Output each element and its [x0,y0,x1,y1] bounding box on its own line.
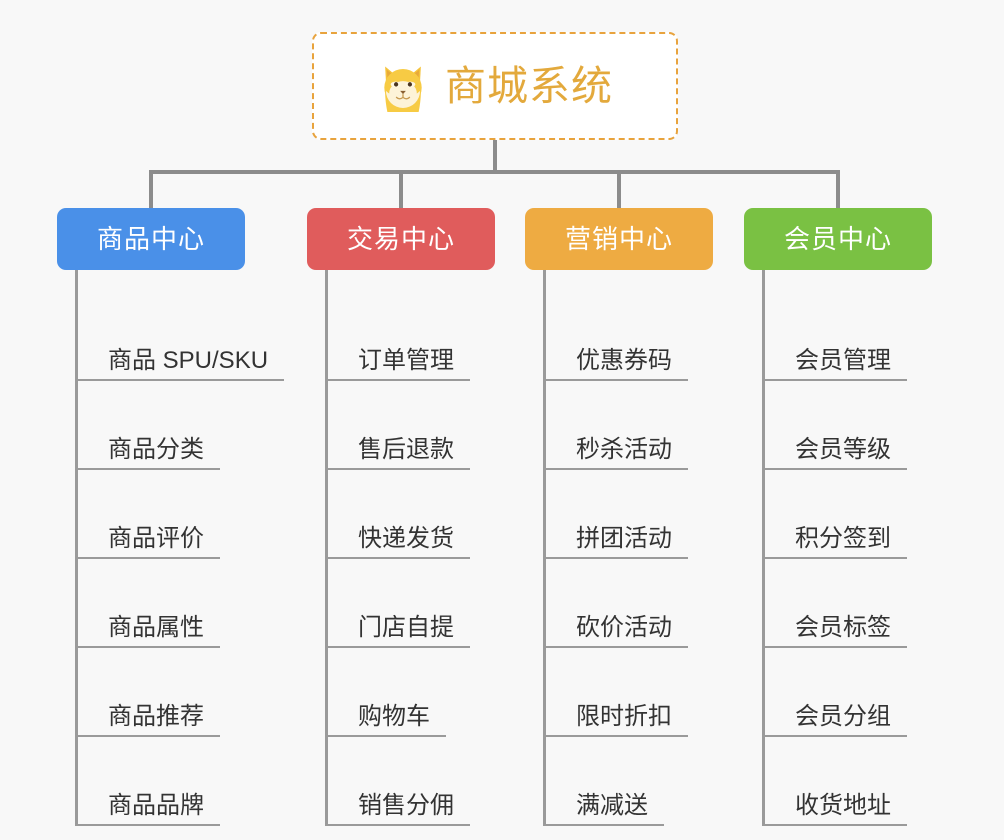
leaf-label: 满减送 [576,791,648,819]
root-node-title: 商城系统 [445,62,613,109]
leaf-label: 商品属性 [108,613,204,641]
connector-drop-3 [617,170,621,210]
list-item[interactable]: 积分签到 [765,470,932,559]
list-item[interactable]: 满减送 [546,737,713,826]
leaf-label: 商品分类 [108,435,204,463]
leaf-label: 优惠券码 [576,346,672,374]
list-item[interactable]: 商品品牌 [78,737,245,826]
leaf-label: 会员分组 [795,702,891,730]
root-node-shop-system[interactable]: 商城系统 [312,32,678,140]
category-box-marketing-center[interactable]: 营销中心 [525,208,713,270]
list-item[interactable]: 快递发货 [328,470,495,559]
leaf-label: 限时折扣 [576,702,672,730]
list-item[interactable]: 商品属性 [78,559,245,648]
leaf-label: 商品推荐 [108,702,204,730]
list-item[interactable]: 优惠券码 [546,292,713,381]
column-trade-center: 交易中心 订单管理 售后退款 快递发货 门店自提 购物车 销售分佣 [307,208,495,826]
leaf-label: 商品 SPU/SKU [108,346,269,374]
column-member-center: 会员中心 会员管理 会员等级 积分签到 会员标签 会员分组 收货地址 [744,208,932,826]
leaf-label: 积分签到 [795,524,891,552]
list-item[interactable]: 会员标签 [765,559,932,648]
leaf-label: 商品品牌 [108,791,204,819]
list-item[interactable]: 收货地址 [765,737,932,826]
category-label: 会员中心 [783,224,892,254]
leaf-label: 会员等级 [795,435,891,463]
list-item[interactable]: 门店自提 [328,559,495,648]
list-item[interactable]: 拼团活动 [546,470,713,559]
shiba-dog-emoji-icon [384,66,422,112]
leaf-label: 商品评价 [108,524,204,552]
connector-horizontal-bar [149,170,840,174]
leaf-label: 销售分佣 [358,791,454,819]
column-marketing-center: 营销中心 优惠券码 秒杀活动 拼团活动 砍价活动 限时折扣 满减送 [525,208,713,826]
category-label: 营销中心 [564,224,673,254]
leaf-list-trade-center: 订单管理 售后退款 快递发货 门店自提 购物车 销售分佣 [325,270,495,826]
leaf-label: 会员标签 [795,613,891,641]
leaf-label: 购物车 [358,702,430,730]
leaf-list-marketing-center: 优惠券码 秒杀活动 拼团活动 砍价活动 限时折扣 满减送 [543,270,713,826]
category-label: 交易中心 [346,224,455,254]
leaf-label: 门店自提 [358,613,454,641]
column-product-center: 商品中心 商品 SPU/SKU 商品分类 商品评价 商品属性 商品推荐 商品品牌 [57,208,285,826]
list-item[interactable]: 商品评价 [78,470,245,559]
leaf-label: 秒杀活动 [576,435,672,463]
list-item[interactable]: 会员管理 [765,292,932,381]
list-item[interactable]: 订单管理 [328,292,495,381]
list-item[interactable]: 会员分组 [765,648,932,737]
list-item[interactable]: 限时折扣 [546,648,713,737]
list-item[interactable]: 商品推荐 [78,648,245,737]
connector-drop-4 [836,170,840,210]
category-box-product-center[interactable]: 商品中心 [57,208,245,270]
list-item[interactable]: 砍价活动 [546,559,713,648]
list-item[interactable]: 商品分类 [78,381,245,470]
list-item[interactable]: 销售分佣 [328,737,495,826]
category-label: 商品中心 [96,224,205,254]
leaf-label: 售后退款 [358,435,454,463]
leaf-list-product-center: 商品 SPU/SKU 商品分类 商品评价 商品属性 商品推荐 商品品牌 [75,270,285,826]
connector-drop-1 [149,170,153,210]
category-box-trade-center[interactable]: 交易中心 [307,208,495,270]
leaf-label: 拼团活动 [576,524,672,552]
leaf-list-member-center: 会员管理 会员等级 积分签到 会员标签 会员分组 收货地址 [762,270,932,826]
connector-drop-2 [399,170,403,210]
leaf-label: 快递发货 [358,524,454,552]
category-box-member-center[interactable]: 会员中心 [744,208,932,270]
list-item[interactable]: 售后退款 [328,381,495,470]
list-item[interactable]: 会员等级 [765,381,932,470]
leaf-label: 会员管理 [795,346,891,374]
connector-root-stem [493,140,497,173]
leaf-label: 砍价活动 [576,613,672,641]
category-columns: 商品中心 商品 SPU/SKU 商品分类 商品评价 商品属性 商品推荐 商品品牌… [0,208,1004,840]
leaf-label: 订单管理 [358,346,454,374]
list-item[interactable]: 秒杀活动 [546,381,713,470]
list-item[interactable]: 购物车 [328,648,495,737]
list-item[interactable]: 商品 SPU/SKU [78,292,285,381]
leaf-label: 收货地址 [795,791,891,819]
